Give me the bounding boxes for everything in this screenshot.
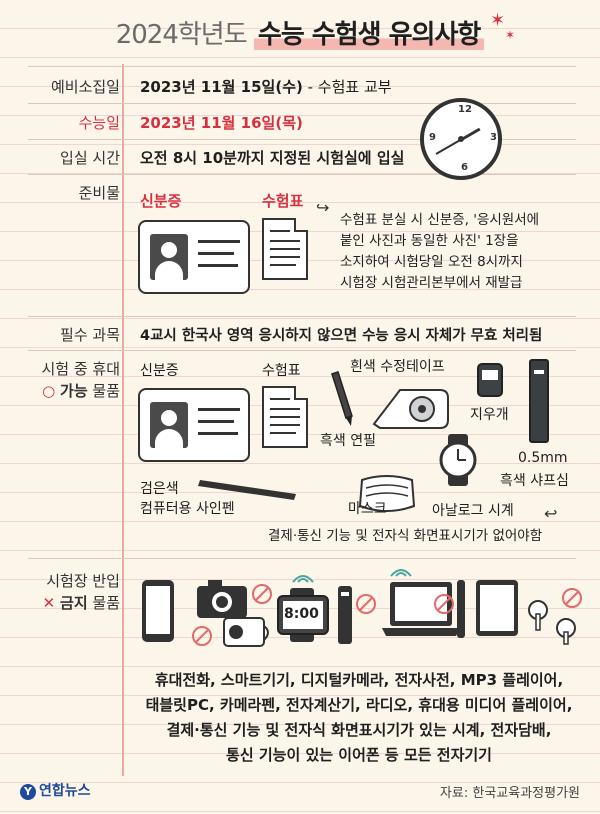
clock-icon: 12 3 6 9 xyxy=(420,98,502,180)
allowed-watch-label: 아날로그 시계 xyxy=(432,503,514,519)
arrow-icon: ↪ xyxy=(316,198,330,217)
title-main: 수능 수험생 유의사항 xyxy=(253,20,485,50)
divider xyxy=(28,316,576,317)
e-cigarette-icon xyxy=(338,586,352,644)
allowed-tape-label: 흰색 수정테이프 xyxy=(350,359,445,375)
wireless-signal-icon xyxy=(292,575,314,583)
earbuds-icon xyxy=(528,600,576,645)
prohibited-icon xyxy=(356,594,376,614)
label-prelim: 예비소집일 xyxy=(50,78,120,96)
allowed-mech-pencil-1: 0.5mm xyxy=(518,450,568,466)
divider xyxy=(28,558,576,559)
laptop-icon xyxy=(382,582,460,636)
prep-note: 수험표 분실 시 신분증, '응시원서에 붙인 사진과 동일한 사진' 1장을 … xyxy=(340,212,540,291)
pencil-icon xyxy=(331,371,353,426)
mask-icon xyxy=(358,475,416,512)
allowed-pencil-label: 흑색 연필 xyxy=(320,433,376,449)
label-entry-time: 입실 시간 xyxy=(60,149,120,167)
camera-icon xyxy=(197,580,247,618)
sparkle-icon: ✶ xyxy=(490,10,506,31)
page-title: 2024학년도 수능 수험생 유의사항 xyxy=(0,14,600,51)
prohibited-icon xyxy=(434,594,454,614)
label-prep: 준비물 xyxy=(78,184,120,202)
prelim-date: 2023년 11월 15일(수) xyxy=(140,78,303,96)
id-card-icon xyxy=(138,388,250,462)
label-required: 필수 과목 xyxy=(60,326,120,344)
exam-ticket-icon xyxy=(262,218,308,280)
allowed-pen-1: 검은색 xyxy=(140,481,179,497)
correction-tape-icon xyxy=(372,389,449,429)
label-allowed-line2: ○ 가능 물품 xyxy=(42,382,120,400)
prep-ticket-label: 수험표 xyxy=(262,192,304,210)
camera-pen-icon xyxy=(457,580,465,638)
allowed-mask-label: 마스크 xyxy=(348,501,387,517)
column-divider xyxy=(122,64,124,776)
value-prelim: 2023년 11월 15일(수) - 수험표 교부 xyxy=(140,76,392,97)
divider xyxy=(28,66,576,67)
tablet-icon xyxy=(476,580,518,636)
label-banned-line2: ✕ 금지 물품 xyxy=(42,594,120,612)
divider xyxy=(28,174,576,175)
sign-pen-icon xyxy=(198,480,296,500)
exam-ticket-icon xyxy=(262,386,308,448)
allowed-mech-pencil-2: 흑색 샤프심 xyxy=(500,473,569,489)
allowed-pen-2: 컴퓨터용 사인펜 xyxy=(140,501,235,517)
allowed-eraser-label: 지우개 xyxy=(470,407,509,423)
value-required: 4교시 한국사 영역 응시하지 않으면 수능 응시 자체가 무효 처리됨 xyxy=(140,328,543,344)
label-exam-day: 수능일 xyxy=(78,114,120,132)
divider xyxy=(28,103,576,104)
wireless-signal-icon xyxy=(390,569,412,577)
analog-watch-icon xyxy=(439,434,477,486)
eraser-icon xyxy=(477,363,503,397)
label-allowed-line1: 시험 중 휴대 xyxy=(41,360,120,378)
mp3-player-icon xyxy=(223,617,269,647)
prelim-suffix: - 수험표 교부 xyxy=(302,78,392,96)
allowed-id-label: 신분증 xyxy=(140,363,179,379)
divider xyxy=(28,350,576,351)
prep-id-label: 신분증 xyxy=(140,192,182,210)
smartphone-icon xyxy=(142,580,174,642)
prohibited-icon xyxy=(192,626,212,646)
allowed-ticket-label: 수험표 xyxy=(262,363,301,379)
arrow-icon: ↩ xyxy=(544,504,558,523)
banned-items-text: 휴대전화, 스마트기기, 디지털카메라, 전자사전, MP3 플레이어, 태블릿… xyxy=(145,671,573,764)
digital-watch-display: 8:00 xyxy=(284,606,319,622)
source-text: 자료: 한국교육과정평가원 xyxy=(439,786,580,801)
prohibited-icon xyxy=(252,584,272,604)
value-entry-time: 오전 8시 10분까지 지정된 시험실에 입실 xyxy=(140,149,405,167)
mechanical-pencil-icon xyxy=(529,359,549,443)
sparkle-icon: ✶ xyxy=(505,28,516,42)
label-banned-line1: 시험장 반입 xyxy=(46,572,120,590)
divider xyxy=(28,139,576,140)
id-card-icon xyxy=(138,220,250,294)
value-exam-day: 2023년 11월 16일(목) xyxy=(140,114,303,132)
prohibited-icon xyxy=(562,588,582,608)
title-year: 2024학년도 xyxy=(115,20,248,50)
allowed-note: 결제·통신 기능 및 전자식 화면표시기가 없어야함 xyxy=(268,528,543,544)
logo-text: 연합뉴스 xyxy=(39,783,91,799)
digital-watch-icon xyxy=(277,588,329,642)
